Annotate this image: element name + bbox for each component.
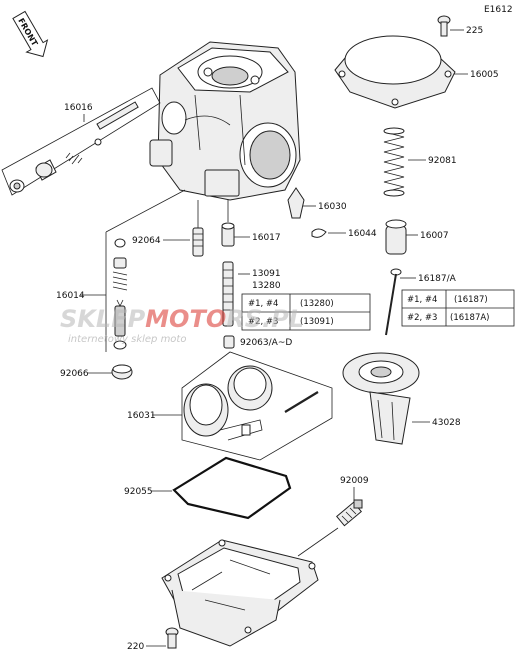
part-16187-jet-needle [385,268,402,336]
part-16005-top-cover [334,35,456,109]
table-right-row1-key: #1, #4 [407,295,437,305]
watermark-brand-part1: SKLEP [60,305,146,333]
part-92081-spring [383,127,405,197]
part-label-16031: 16031 [127,411,156,421]
part-225-screw [437,15,451,37]
part-92055-gasket [172,456,292,520]
part-label-13280: 13280 [252,281,281,291]
watermark-tagline: internetowy sklep moto [68,334,186,345]
watermark-brand-part3: RS.PL [226,305,304,333]
part-16044-clip [311,228,327,238]
part-label-16007: 16007 [420,231,449,241]
part-label-225: 225 [466,26,483,36]
part-220-screw [165,627,179,649]
part-label-16044: 16044 [348,229,377,239]
part-label-13091: 13091 [252,269,281,279]
part-label-92064: 92064 [132,236,161,246]
part-16031-float [183,365,319,441]
part-92064-jet [192,227,204,257]
watermark: SKLEPMOTORS.PL internetowy sklep moto [60,305,304,345]
diagram-code: E1612 [484,5,513,15]
part-label-92063: 92063/A~D [240,338,292,348]
part-16030-needle-holder [287,187,305,219]
table-left-row2-value: (13091) [300,317,334,327]
part-label-92081: 92081 [428,156,457,166]
table-left-row1-key: #1, #4 [248,299,278,309]
part-16016-pilot-screw [9,101,139,193]
table-right-row1-value: (16187) [454,295,488,305]
part-92063-jet [223,335,235,349]
part-label-92066: 92066 [60,369,89,379]
part-label-16017: 16017 [252,233,281,243]
part-92009-drain-screw [336,499,363,527]
svg-text:SKLEPMOTORS.PL: SKLEPMOTORS.PL [60,305,304,333]
part-label-92009: 92009 [340,476,369,486]
part-float-bowl [161,539,319,647]
jet-spec-table-left: #1, #4 (13280) #2, #3 (13091) [241,293,371,331]
part-43028-diaphragm-piston [342,352,420,445]
table-right-row2-value: (16187A) [450,313,490,323]
watermark-brand-part2: MOTO [145,305,226,333]
part-92066-plug [111,364,133,380]
part-label-16016: 16016 [64,103,93,113]
table-right-row2-key: #2, #3 [407,313,437,323]
carburetor-body [149,41,301,201]
part-label-16030: 16030 [318,202,347,212]
jet-spec-table-right: #1, #4 (16187) #2, #3 (16187A) [401,289,515,327]
part-label-43028: 43028 [432,418,461,428]
part-label-16014: 16014 [56,291,85,301]
part-13091-main-jet [222,261,234,327]
part-16007-holder [385,219,407,255]
part-label-16187a: 16187/A [418,274,457,284]
front-arrow-icon: FRONT [12,10,49,58]
part-16014-jet-assembly [112,238,128,350]
table-left-row1-value: (13280) [300,299,334,309]
part-label-220: 220 [127,642,144,652]
part-label-16005: 16005 [470,70,499,80]
part-16017-needle-jet [221,222,235,247]
table-left-row2-key: #2, #3 [248,317,278,327]
part-label-92055: 92055 [124,487,153,497]
